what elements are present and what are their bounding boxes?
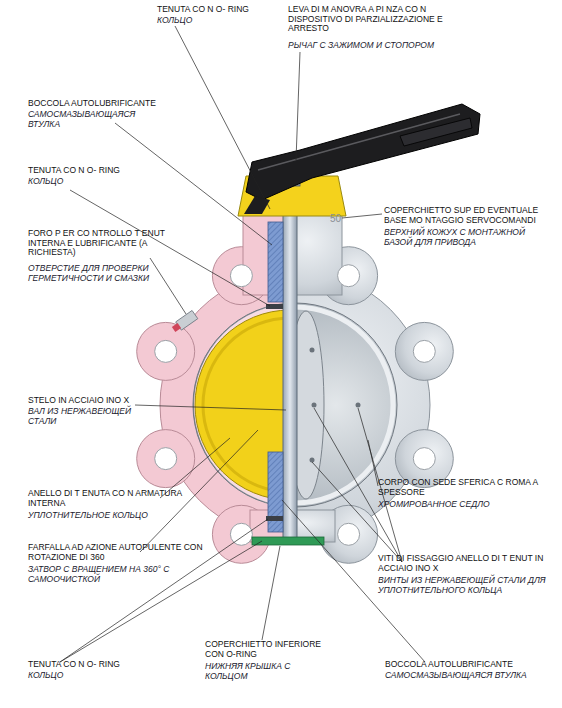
bottom-cover	[252, 537, 324, 545]
seat-screw	[356, 403, 361, 408]
lubrication-fitting	[171, 310, 198, 333]
part-label: LEVA DI M ANOVRA A PI NZA CO N DISPOSITI…	[288, 5, 460, 34]
valve-stem	[283, 186, 297, 540]
lever-grip	[400, 118, 472, 146]
part-label-ru: ОТВЕРСТИЕ ДЛЯ ПРОВЕРКИ ГЕРМЕТИЧНОСТИ И С…	[28, 264, 168, 283]
seat-screw	[310, 458, 315, 463]
part-label: TENUTA CO N O- RING	[157, 5, 287, 15]
part-label-ru: РЫЧАГ С ЗАЖИМОМ И СТОПОРОМ	[288, 41, 518, 51]
part-label-ru: САМОСМАЗЫВАЮЩАЯСЯ ВТУЛКА	[28, 110, 138, 129]
part-label-ru: ВЕРХНИЙ КОЖУХ С МОНТАЖНОЙ БАЗОЙ ДЛЯ ПРИВ…	[384, 228, 549, 247]
part-label-ru: ВИНТЫ ИЗ НЕРЖАВЕЮЩЕЙ СТАЛИ ДЛЯ УПЛОТНИТЕ…	[378, 576, 553, 595]
part-label: COPERCHIETTO SUP ED EVENTUALE BASE MO NT…	[384, 206, 559, 225]
part-label-ru: НИЖНЯЯ КРЫШКА С КОЛЬЦОМ	[205, 662, 295, 681]
hand-lever	[246, 104, 480, 200]
part-label-ru: КОЛЬЦО	[157, 16, 257, 26]
part-label-ru: ВАЛ ИЗ НЕРЖАВЕЮЩЕЙ СТАЛИ	[28, 407, 133, 426]
seat-screw	[310, 348, 315, 353]
seat-screw	[312, 403, 317, 408]
part-label-ru: САМОСМАЗЫВАЮЩАЯСЯ ВТУЛКА	[385, 671, 560, 681]
part-label: COPERCHIETTO INFERIORE CON O-RING	[205, 640, 335, 659]
part-label: VITI DI FISSAGGIO ANELLO DI T ENUT IN AC…	[378, 554, 558, 573]
part-label: ANELLO DI T ENUTA CO N ARMATURA INTERNA	[28, 489, 208, 508]
o-ring	[266, 304, 283, 309]
part-label-ru: КОЛЬЦО	[28, 177, 128, 187]
part-label-ru: ХРОМИРОВАННОЕ СЕДЛО	[378, 500, 548, 510]
part-label: BOCCOLA AUTOLUBRIFICANTE	[28, 99, 188, 109]
part-label: TENUTA CO N O- RING	[28, 166, 158, 176]
valve-body	[290, 205, 453, 563]
part-label: CORPO CON SEDE SFERICA C ROMA A SPESSORE	[378, 478, 548, 497]
part-label-ru: УПЛОТНИТЕЛЬНОЕ КОЛЬЦО	[28, 511, 178, 521]
notch-plate	[244, 196, 270, 214]
o-ring	[266, 516, 283, 521]
part-label: STELO IN ACCIAIO INO X	[28, 396, 188, 406]
part-label: FARFALLA AD AZIONE AUTOPULENTE CON ROTAZ…	[28, 543, 203, 562]
casting-mark: 50	[330, 213, 360, 224]
part-label: BOCCOLA AUTOLUBRIFICANTE	[385, 660, 560, 670]
part-label-ru: КОЛЬЦО	[28, 671, 128, 681]
bushing	[268, 222, 283, 302]
part-label: FORO P ER CO NTROLLO T ENUT INTERNA E LU…	[28, 229, 178, 258]
valve-body-section	[137, 205, 290, 563]
part-label: TENUTA CO N O- RING	[28, 660, 158, 670]
part-label-ru: ЗАТВОР С ВРАЩЕНИЕМ НА 360° С САМООЧИСТКО…	[28, 565, 178, 584]
lever-highlight	[258, 114, 460, 170]
